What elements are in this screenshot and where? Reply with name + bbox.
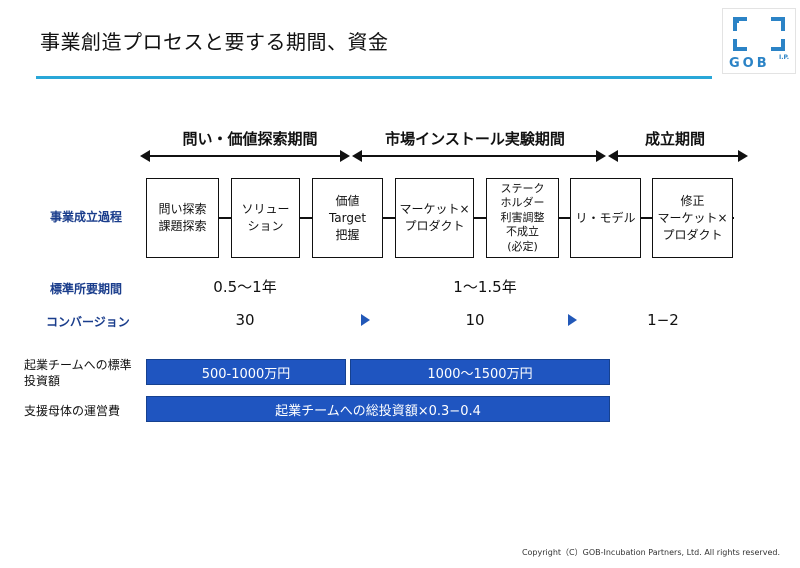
stage-box-remodel: リ・モデル [570,178,641,258]
duration-value-first: 0.5〜1年 [213,278,277,296]
stage-box-problem-search: 問い探索 課題探索 [146,178,219,258]
phase-label-establish: 成立期間 [644,130,705,148]
phase-arrows [140,150,748,162]
duration-value-second: 1〜1.5年 [453,278,517,296]
parent-cost-label: 支援母体の運営費 [24,404,121,418]
phase-arrow-establish [608,150,748,162]
phase-arrow-inquiry [140,150,350,162]
logo-superscript: I.P. [779,54,790,61]
stage-box-market-product: マーケット× プロダクト [395,178,474,258]
triangle-right-icon [361,314,370,326]
parent-cost-bar: 起業チームへの総投資額×0.3−0.4 [146,396,610,422]
team-investment-label: 起業チームへの標準 投資額 [24,358,132,388]
stage-box-revised-market-product: 修正 マーケット× プロダクト [652,178,733,258]
row-label-process: 事業成立過程 [50,210,123,224]
stage-box-value-target: 価値 Target 把握 [312,178,383,258]
conversion-value-second: 10 [465,311,485,329]
title-underline [36,76,712,79]
row-label-duration: 標準所要期間 [50,282,123,296]
team-investment-bar-1: 500-1000万円 [146,359,346,385]
stage-box-solution: ソリュー ション [231,178,300,258]
logo-brackets-icon [733,17,785,51]
conversion-value-third: 1−2 [647,311,679,329]
triangle-right-icon [568,314,577,326]
copyright-text: Copyright（C）GOB-Incubation Partners, Ltd… [521,548,780,557]
page-title: 事業創造プロセスと要する期間、資金 [40,30,389,54]
team-investment-bar-2: 1000〜1500万円 [350,359,610,385]
conversion-value-first: 30 [235,311,255,329]
logo-text: GOB [729,56,770,71]
row-label-conversion: コンバージョン [46,315,130,329]
phase-arrow-market [352,150,606,162]
phase-label-inquiry: 問い・価値探索期間 [182,130,318,148]
phase-label-market: 市場インストール実験期間 [385,130,565,148]
gob-logo: GOB I.P. [722,8,796,74]
stage-box-stakeholder: ステーク ホルダー 利害調整 不成立 (必定) [486,178,559,258]
